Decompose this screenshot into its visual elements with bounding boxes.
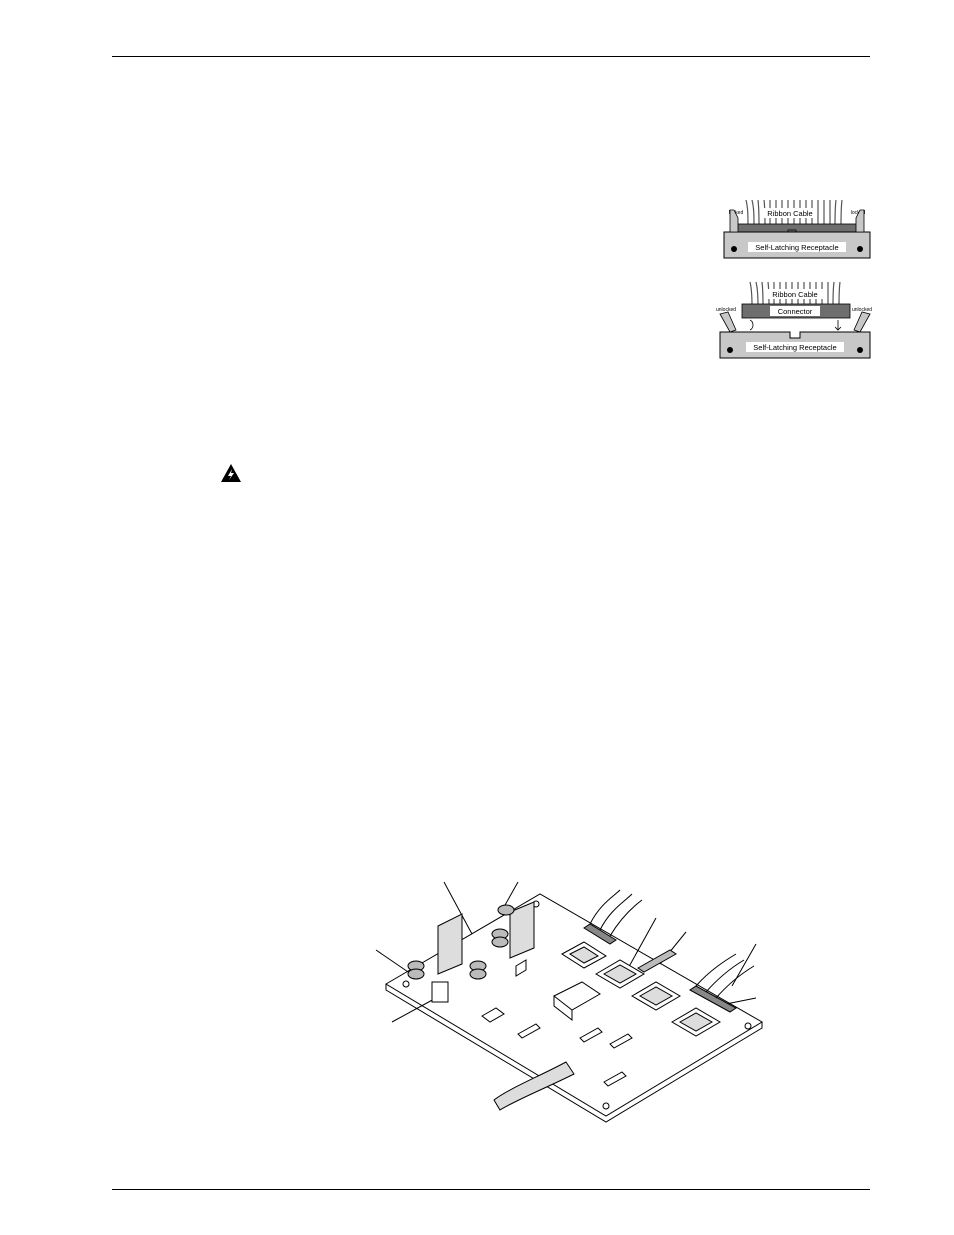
header-rule xyxy=(112,56,870,57)
ribbon-cable-label-bg xyxy=(764,208,816,218)
warning-triangle-icon xyxy=(221,464,241,482)
connector-label: Connector xyxy=(778,307,813,316)
unlatched-connector-diagram: Ribbon Cable Connector unlocked unlocked… xyxy=(716,281,872,359)
circuit-board-illustration xyxy=(375,881,763,1123)
ribbon-cable-label-2: Ribbon Cable xyxy=(772,290,817,299)
receptacle-label: Self-Latching Receptacle xyxy=(755,243,838,252)
ribbon-cable-label: Ribbon Cable xyxy=(767,209,812,218)
right-unlocked-label: unlocked xyxy=(852,307,872,313)
left-locked-label: locked xyxy=(729,210,744,216)
receptacle-label-2: Self-Latching Receptacle xyxy=(753,343,836,352)
latched-connector-diagram: Ribbon Cable locked locked Self-Latching… xyxy=(723,199,871,259)
footer-rule xyxy=(112,1189,870,1190)
left-unlocked-label: unlocked xyxy=(716,307,736,313)
